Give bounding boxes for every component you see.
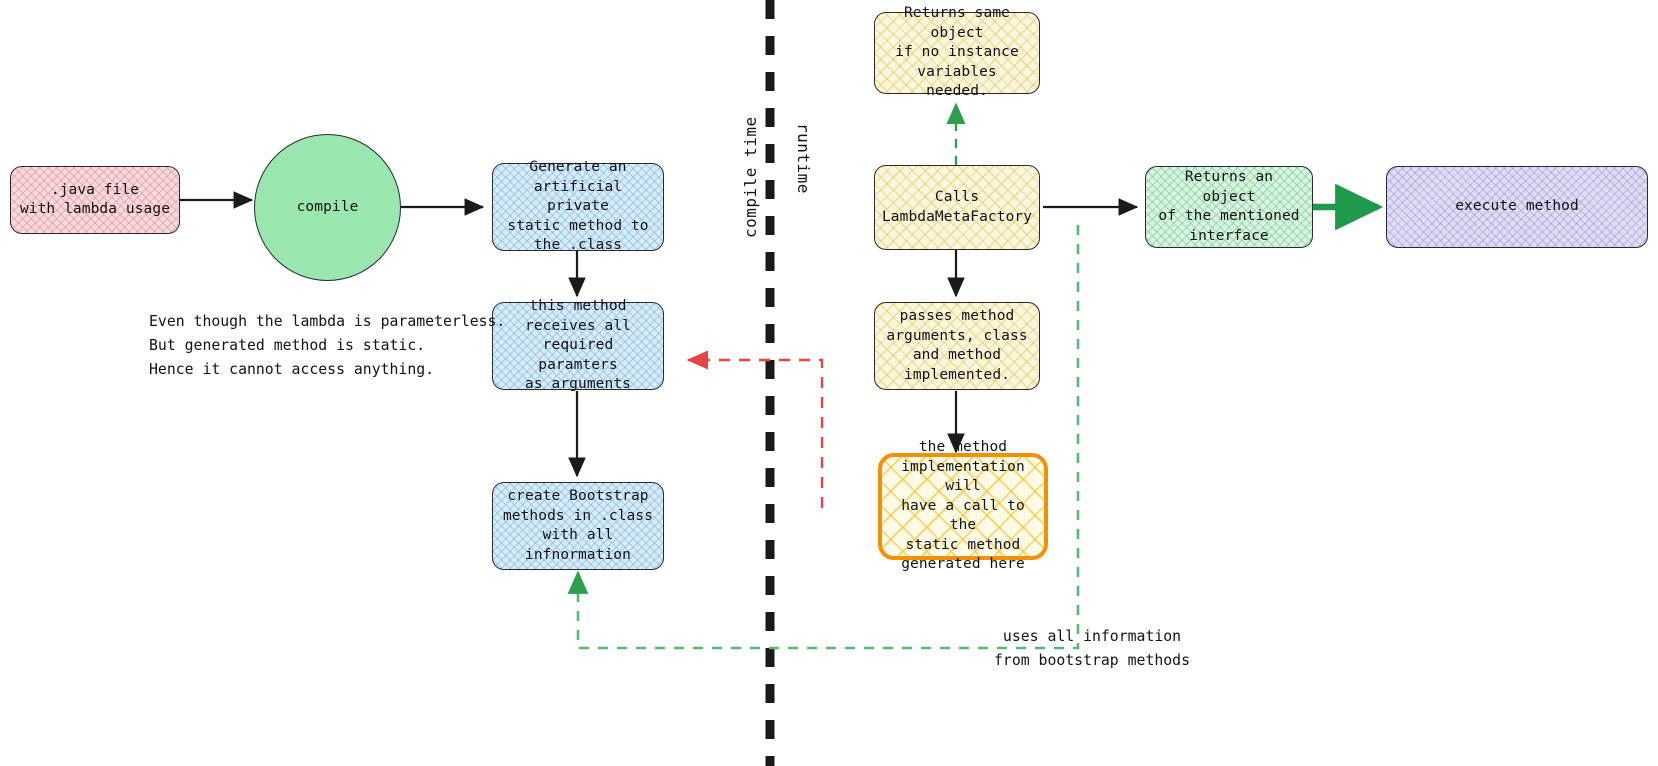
node-calls-lambdametafactory[interactable]: Calls LambdaMetaFactory <box>874 165 1040 250</box>
node-returns-object[interactable]: Returns an object of the mentioned inter… <box>1145 166 1313 248</box>
node-execute-method[interactable]: execute method <box>1386 166 1648 248</box>
node-java-file[interactable]: .java file with lambda usage <box>10 166 180 234</box>
node-passes-arguments[interactable]: passes method arguments, class and metho… <box>874 302 1040 390</box>
label-runtime: runtime <box>794 123 813 194</box>
node-returns-same-object[interactable]: Returns same object if no instance varia… <box>874 5 1040 99</box>
note-uses-bootstrap-methods: uses all information from bootstrap meth… <box>994 628 1190 669</box>
note-lambda-parameterless: Even though the lambda is parameterless.… <box>149 313 506 378</box>
node-this-method[interactable]: this method receives all required paramt… <box>492 298 664 392</box>
node-compile[interactable]: compile <box>254 134 401 281</box>
edge-methodimpl-to-thismethod-red <box>686 350 824 508</box>
label-compile-time: compile time <box>741 116 760 238</box>
node-create-bootstrap[interactable]: create Bootstrap methods in .class with … <box>492 482 664 570</box>
node-method-implementation[interactable]: the method implementation will have a ca… <box>878 439 1048 572</box>
node-generate-method[interactable]: Generate an artificial private static me… <box>492 159 664 253</box>
edge-runtime-to-bootstrap-green <box>567 225 1080 650</box>
